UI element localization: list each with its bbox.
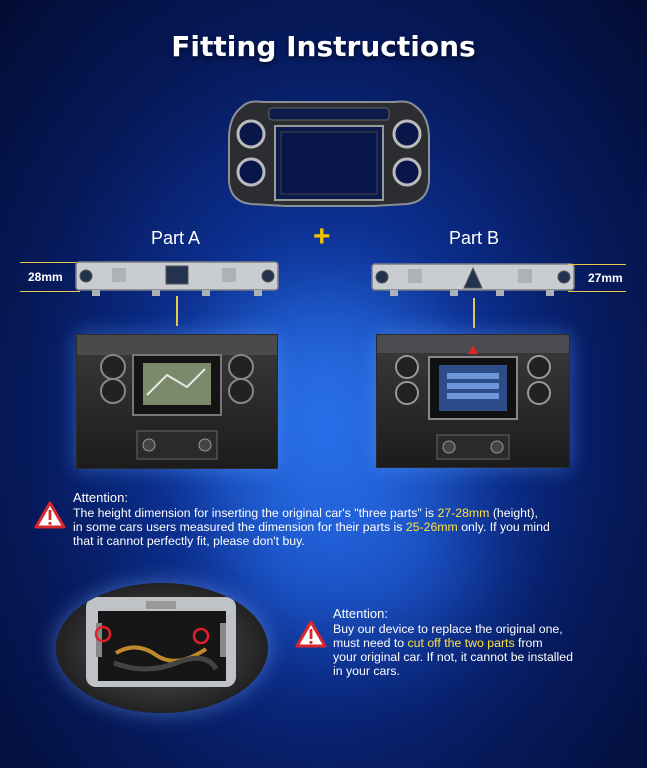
part-b-dimension: 27mm xyxy=(588,271,623,285)
part-b-dim-top xyxy=(568,264,626,265)
attention-2-line-4: in your cars. xyxy=(333,664,400,678)
attention-1-highlight-2: 25-26mm xyxy=(405,520,458,534)
warning-triangle-icon xyxy=(34,501,66,529)
part-a-label: Part A xyxy=(151,228,201,248)
attention-2-block: Attention: Buy our device to replace the… xyxy=(333,606,633,678)
attention-2-line-3: your original car. If not, it cannot be … xyxy=(333,650,573,664)
part-a-image xyxy=(75,261,279,296)
attention-1-line-2: in some cars users measured the dimensio… xyxy=(73,520,613,534)
attention-2-line-1: Buy our device to replace the original o… xyxy=(333,622,563,636)
part-b-connector xyxy=(473,298,475,328)
attention-1-text: (height), xyxy=(489,506,538,520)
attention-2-text: must need to xyxy=(333,636,408,650)
dash-frame-image xyxy=(228,100,430,207)
part-b-image xyxy=(371,263,575,296)
car-interior-photo xyxy=(56,583,268,713)
attention-2-highlight: cut off the two parts xyxy=(407,636,515,650)
attention-2-text: from xyxy=(514,636,543,650)
page-title: Fitting Instructions xyxy=(171,30,476,63)
attention-1-title: Attention: xyxy=(73,490,128,505)
warning-triangle-icon xyxy=(295,620,327,648)
part-b-label: Part B xyxy=(449,228,500,248)
attention-1-text: only. If you mind xyxy=(457,520,550,534)
attention-1-block: Attention: The height dimension for inse… xyxy=(73,490,613,548)
attention-1-line-1: The height dimension for inserting the o… xyxy=(73,506,613,520)
part-a-connector xyxy=(176,296,178,326)
part-a-dimension: 28mm xyxy=(28,270,63,284)
part-a-dim-bottom xyxy=(20,291,80,292)
plus-sign: + xyxy=(313,220,331,253)
attention-1-highlight-1: 27-28mm xyxy=(437,506,490,520)
part-b-dim-bottom xyxy=(568,291,626,292)
background-glow-2 xyxy=(220,480,480,640)
attention-1-text: The height dimension for inserting the o… xyxy=(73,506,438,520)
attention-2-title: Attention: xyxy=(333,606,388,621)
attention-2-line-2: must need to cut off the two parts from xyxy=(333,636,633,650)
dashboard-photo-a xyxy=(76,334,278,469)
attention-1-text: in some cars users measured the dimensio… xyxy=(73,520,406,534)
part-a-dim-top xyxy=(20,262,80,263)
attention-1-line-3: that it cannot perfectly fit, please don… xyxy=(73,534,305,548)
dashboard-photo-b xyxy=(376,334,570,468)
